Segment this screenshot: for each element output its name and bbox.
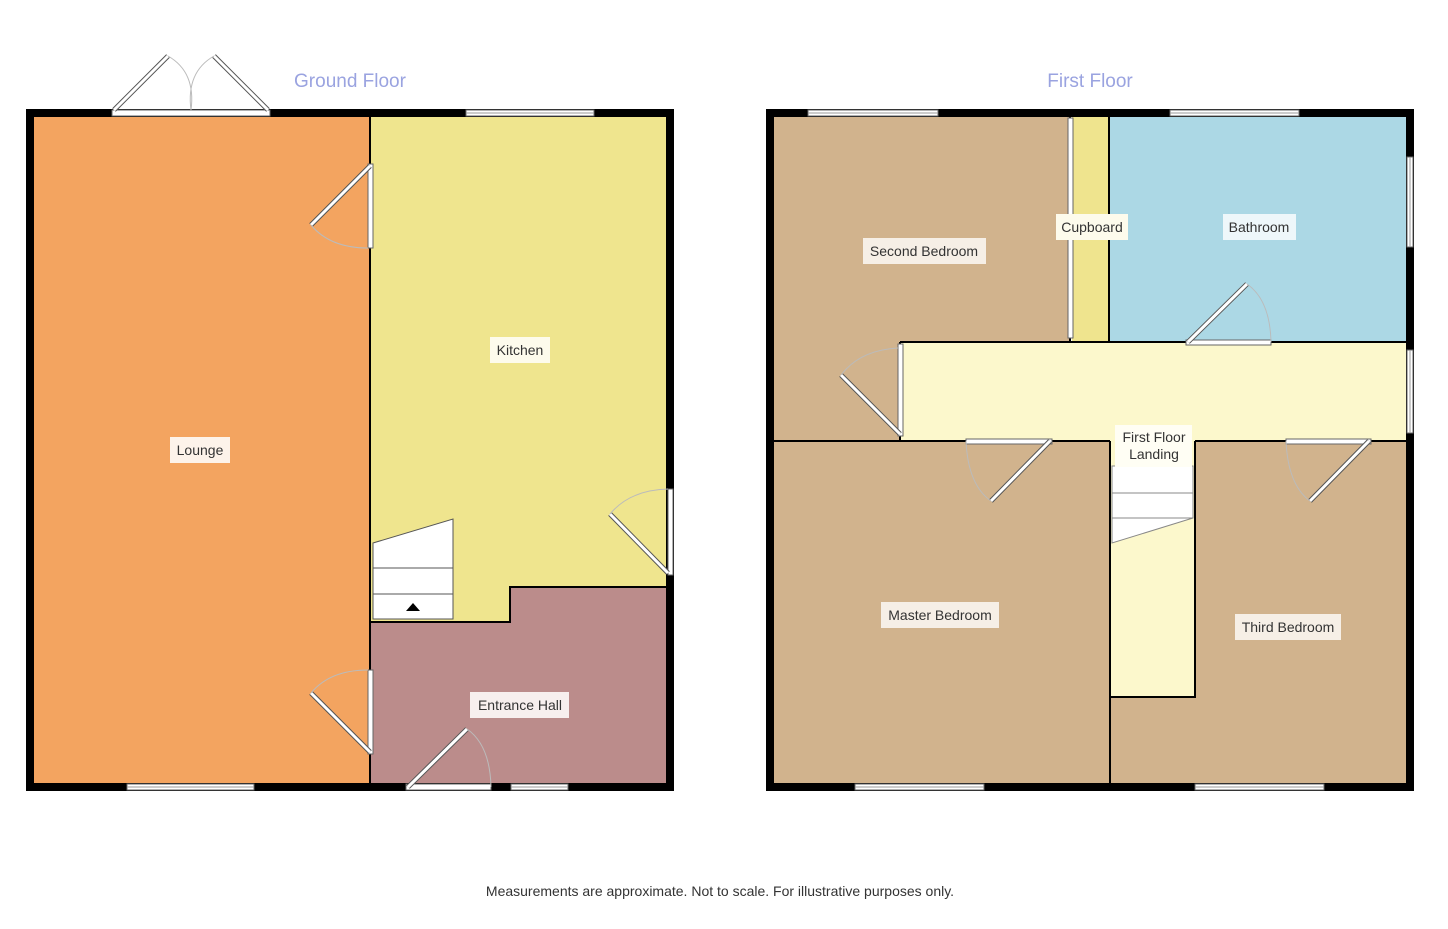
ground-windows [126,109,595,791]
lounge-label: Lounge [177,442,224,458]
kitchen-label: Kitchen [497,342,544,358]
ground-floor-title: Ground Floor [294,71,407,92]
ground-floor: Ground Floor [26,54,674,791]
kitchen-label-box: Kitchen [490,337,550,363]
bathroom-door-icon [1185,282,1272,346]
master-bedroom-label-box: Master Bedroom [881,602,999,628]
second-bedroom-label: Second Bedroom [870,243,978,259]
stairs-up-arrow-icon [406,603,420,611]
landing-label-line2: Landing [1129,446,1179,462]
first-outer-wall [766,109,1414,791]
cupboard-label-box: Cupboard [1056,214,1128,240]
lounge-french-doors-icon [111,54,271,117]
second-bedroom-door-icon [839,343,904,437]
first-floor-title: First Floor [1047,71,1133,92]
lounge-label-box: Lounge [170,437,230,463]
landing-label-box: First Floor Landing [1115,425,1192,467]
first-windows [807,109,1414,791]
hall-lounge-door-icon [309,669,374,755]
bathroom-label: Bathroom [1229,219,1290,235]
master-bedroom-door-icon [965,438,1053,503]
kitchen-side-door-icon [608,488,674,576]
master-bedroom-label: Master Bedroom [888,607,991,623]
disclaimer-text: Measurements are approximate. Not to sca… [486,883,954,899]
ground-outer-wall [26,109,674,791]
landing-label-line1: First Floor [1123,429,1186,445]
second-bedroom-label-box: Second Bedroom [863,238,986,264]
kitchen-lounge-door-icon [309,163,374,249]
entrance-hall-area [370,587,670,787]
cupboard-label: Cupboard [1061,219,1123,235]
third-bedroom-label: Third Bedroom [1242,619,1335,635]
first-floor: First Floor [766,71,1414,791]
entrance-hall-label: Entrance Hall [478,697,562,713]
third-bedroom-door-icon [1285,438,1372,503]
kitchen-area [370,113,670,622]
ground-stairs [372,518,454,620]
third-bedroom-label-box: Third Bedroom [1235,614,1341,640]
landing-area [900,342,1410,441]
entrance-hall-label-box: Entrance Hall [470,692,569,718]
front-door-icon [405,727,492,791]
bathroom-label-box: Bathroom [1223,214,1296,240]
